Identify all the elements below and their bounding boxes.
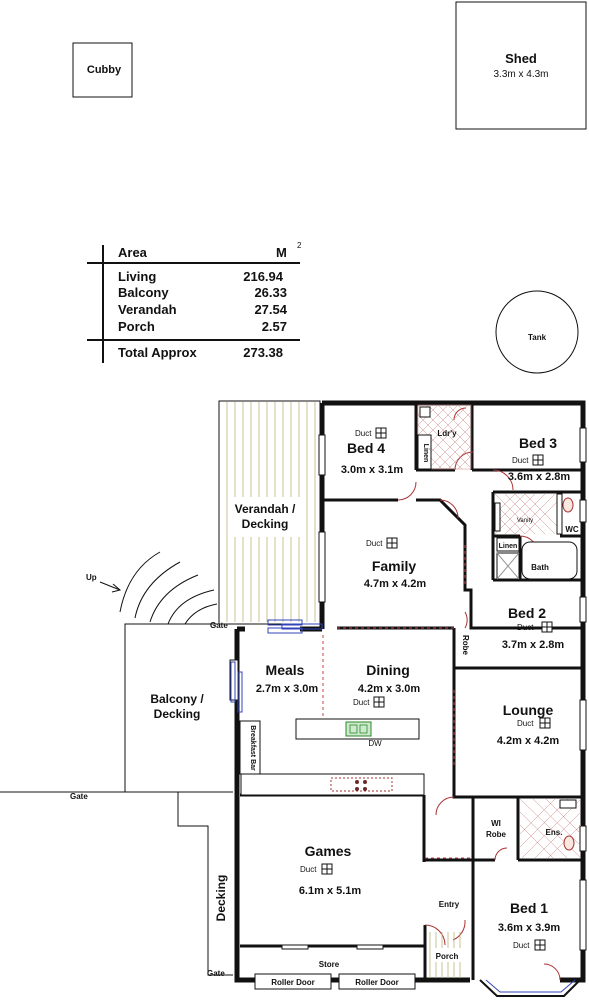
dishwasher-label: DW (368, 739, 382, 748)
roller-door-1 (254, 973, 332, 990)
shed-dimensions: 3.3m x 4.3m (493, 69, 548, 80)
robe-label: Robe (461, 635, 470, 656)
bed2-duct-label: Duct (517, 623, 534, 632)
duct-icons (321, 427, 553, 951)
roller-door-1-label: Roller Door (271, 978, 315, 987)
stairs-up-label: Up (86, 573, 97, 582)
lounge-duct-label: Duct (517, 719, 534, 728)
gate-label-top: Gate (210, 621, 228, 630)
meals-slider (230, 661, 243, 713)
wi-robe-label-line2: Robe (486, 830, 507, 839)
meals-dimensions: 2.7m x 3.0m (256, 683, 319, 695)
area-row-living-label: Living (118, 269, 156, 284)
games-dimensions: 6.1m x 5.1m (299, 885, 362, 897)
fixtures (417, 406, 578, 851)
family-label: Family (372, 558, 417, 574)
shed-label: Shed (505, 51, 537, 66)
dining-label: Dining (366, 662, 410, 678)
door-swings (397, 407, 561, 981)
linen2-label: Linen (499, 543, 518, 550)
gate-label-bottom: Gate (207, 969, 225, 978)
area-row-porch-label: Porch (118, 319, 155, 334)
area-row-porch-value: 2.57 (262, 319, 287, 334)
bed4-duct-label: Duct (355, 429, 372, 438)
openings-dashed (322, 545, 473, 859)
bed1-label: Bed 1 (510, 900, 548, 916)
area-header-unit: M (276, 245, 287, 260)
laundry-label: Ldr'y (437, 429, 457, 438)
verandah-label-line1: Verandah / (235, 502, 296, 516)
bed4-dimensions: 3.0m x 3.1m (341, 464, 404, 476)
windows (229, 427, 587, 951)
area-row-balcony-value: 26.33 (254, 285, 287, 300)
kitchen-bench (240, 773, 425, 796)
breakfast-bar-label: Breakfast Bar (249, 725, 256, 771)
wc-label: WC (565, 525, 579, 534)
bed4-label: Bed 4 (347, 440, 385, 456)
roller-door-2-label: Roller Door (355, 978, 399, 987)
wi-robe-label-line1: WI (491, 819, 501, 828)
bed2-label: Bed 2 (508, 605, 546, 621)
linen1-label: Linen (422, 444, 429, 463)
area-total-label: Total Approx (118, 345, 197, 360)
area-header-label: Area (118, 245, 148, 260)
gate-label-left: Gate (70, 792, 88, 801)
verandah-label-line2: Decking (242, 517, 289, 531)
area-row-balcony-label: Balcony (118, 285, 169, 300)
lounge-dimensions: 4.2m x 4.2m (497, 735, 560, 747)
games-label: Games (305, 843, 352, 859)
bed1-bay-window (479, 979, 581, 997)
family-duct-label: Duct (366, 539, 383, 548)
cubby-outline (72, 42, 133, 98)
lounge-label: Lounge (503, 702, 554, 718)
ensuite-label: Ens. (546, 828, 563, 837)
sliding-door (267, 619, 323, 634)
dining-dimensions: 4.2m x 3.0m (358, 683, 421, 695)
decking-label: Decking (214, 875, 228, 922)
shed-outline (455, 1, 587, 130)
bed3-duct-label: Duct (512, 456, 529, 465)
area-row-verandah-label: Verandah (118, 302, 177, 317)
roller-door-2 (338, 973, 416, 990)
bed3-dimensions: 3.6m x 2.8m (508, 471, 571, 483)
area-row-verandah-value: 27.54 (254, 302, 287, 317)
tiled-vanity (494, 493, 561, 535)
area-table: Area M 2 Living 216.94 Balcony 26.33 Ver… (87, 241, 302, 363)
area-row-living-value: 216.94 (243, 269, 284, 284)
family-dimensions: 4.7m x 4.2m (364, 578, 427, 590)
bed1-dimensions: 3.6m x 3.9m (498, 922, 561, 934)
bed1-duct-label: Duct (513, 941, 530, 950)
interior-walls (240, 403, 583, 980)
area-header-sup: 2 (297, 241, 302, 250)
meals-label: Meals (266, 662, 305, 678)
balcony-label-line1: Balcony / (150, 692, 204, 706)
tiled-ensuite (519, 798, 582, 859)
tank-outline (495, 290, 579, 374)
stairs-arcs (99, 551, 218, 625)
bed3-label: Bed 3 (519, 435, 557, 451)
bath-label: Bath (531, 563, 549, 572)
area-total-value: 273.38 (243, 345, 283, 360)
games-duct-label: Duct (300, 865, 317, 874)
vanity-label: Vanity (517, 518, 533, 524)
porch-label: Porch (436, 952, 459, 961)
store-label: Store (319, 960, 340, 969)
balcony-label-line2: Decking (154, 707, 201, 721)
dishwasher (345, 721, 372, 737)
bed2-dimensions: 3.7m x 2.8m (502, 639, 565, 651)
cubby-label: Cubby (87, 64, 122, 76)
entry-label: Entry (439, 900, 460, 909)
cooktop (330, 777, 393, 792)
tank-label: Tank (528, 333, 547, 342)
dining-duct-label: Duct (353, 698, 370, 707)
